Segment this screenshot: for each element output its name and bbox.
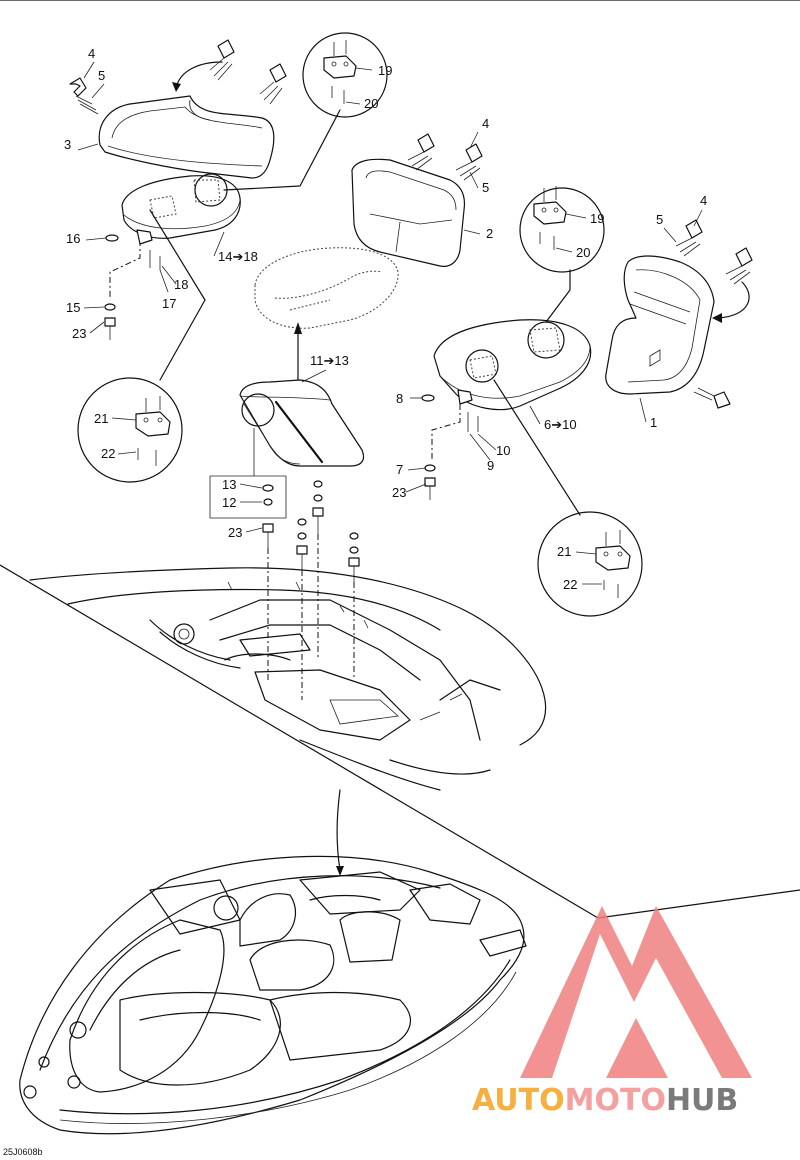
bracket-19-right [533,186,567,250]
boat-overview [19,789,527,1135]
callout-11-from: 11 [310,353,324,368]
callout-22b: 22 [563,577,577,592]
detail-circle-19-20-top [302,32,388,118]
clip-fastener-group-center [407,133,483,181]
callout-4b: 4 [482,116,489,131]
callout-23a: 23 [72,326,86,341]
clip-fastener-group-right [675,219,753,409]
callout-6-arrow: ➔ [551,417,562,432]
callout-23c: 23 [228,525,242,540]
callout-18: 18 [174,277,188,292]
part-1-right-backrest [605,255,715,395]
figure-code: 25J0608b [3,1147,43,1157]
part-6-right-seat-cushion [433,319,592,411]
callout-1: 1 [650,415,657,430]
part-3-left-backrest [98,95,275,179]
callout-20a: 20 [364,96,378,111]
detail-circle-19-20-right [519,187,605,273]
legend-box-12-13 [209,475,287,519]
watermark-brand-moto: MOTO [565,1083,666,1118]
callout-23b: 23 [392,485,406,500]
callout-3: 3 [64,137,71,152]
part-14-left-seat-cushion [121,175,241,239]
callout-21b: 21 [557,544,571,559]
hull-deck-closeup [29,567,547,791]
callout-17: 17 [162,296,176,311]
callout-4c: 4 [700,193,707,208]
callout-5c: 5 [656,212,663,227]
callout-12: 12 [222,495,236,510]
callout-9: 9 [487,458,494,473]
callout-4a: 4 [88,46,95,61]
assembly-arrow-1-head [712,313,722,323]
bracket-21-right [595,530,631,598]
callout-11-to: 13 [334,353,348,368]
callout-labels: 1 2 3 4 4 4 5 5 5 6➔10 7 8 9 10 11➔13 12… [64,46,707,592]
callout-2: 2 [486,226,493,241]
callout-6-to: 10 [562,417,576,432]
callout-6-from: 6 [544,417,551,432]
hardware-center [262,480,360,582]
part-2-center-backrest [351,158,466,267]
hardware-left-seat [104,229,161,340]
bracket-21-left [135,396,171,466]
callout-6: 6➔10 [544,417,577,432]
clip-fastener-group-top-left [69,39,287,115]
callout-14-to: 18 [243,249,257,264]
callout-11: 11➔13 [310,353,349,368]
callout-20b: 20 [576,245,590,260]
watermark-brand-text: AUTOMOTOHUB [472,1083,738,1118]
callout-11-arrow: ➔ [324,353,335,368]
callout-14: 14➔18 [218,249,258,264]
hardware-right-seat [421,389,479,500]
callout-15: 15 [66,300,80,315]
callout-10: 10 [496,443,510,458]
leader-line-21-22-left [149,209,206,381]
detail-ring-right-seat-bottom [465,349,499,383]
callout-5a: 5 [98,68,105,83]
callout-13: 13 [222,477,236,492]
callout-16: 16 [66,231,80,246]
assembly-dash-lines [267,534,355,700]
callout-8: 8 [396,391,403,406]
callout-14-from: 14 [218,249,232,264]
leader-line-21-22-right [493,379,581,516]
leader-line-19-20-top [223,109,341,191]
detail-circle-21-22-right [537,511,643,617]
assembly-arrow-3-head [172,82,181,92]
leader-line-19-20-right [545,269,571,323]
detail-ring-left-seat [194,173,228,207]
callout-7: 7 [396,462,403,477]
cushion-ghost-outline [254,247,399,329]
part-11-center-cushion [239,379,365,467]
watermark-brand-auto: AUTO [472,1083,565,1118]
callout-21a: 21 [94,411,108,426]
detail-ring-center [241,393,275,427]
watermark-logo-mark [520,906,752,1078]
callout-22a: 22 [101,446,115,461]
callout-5b: 5 [482,180,489,195]
assembly-arrow-1 [717,281,750,319]
callout-leaders [77,61,703,585]
watermark-brand-hub: HUB [666,1083,738,1118]
detail-circle-21-22-left [77,377,183,483]
assembly-arrow-11-head [294,322,302,334]
callout-19b: 19 [590,211,604,226]
bracket-19-top [323,40,357,104]
callout-19a: 19 [378,63,392,78]
callout-14-arrow: ➔ [232,249,243,264]
